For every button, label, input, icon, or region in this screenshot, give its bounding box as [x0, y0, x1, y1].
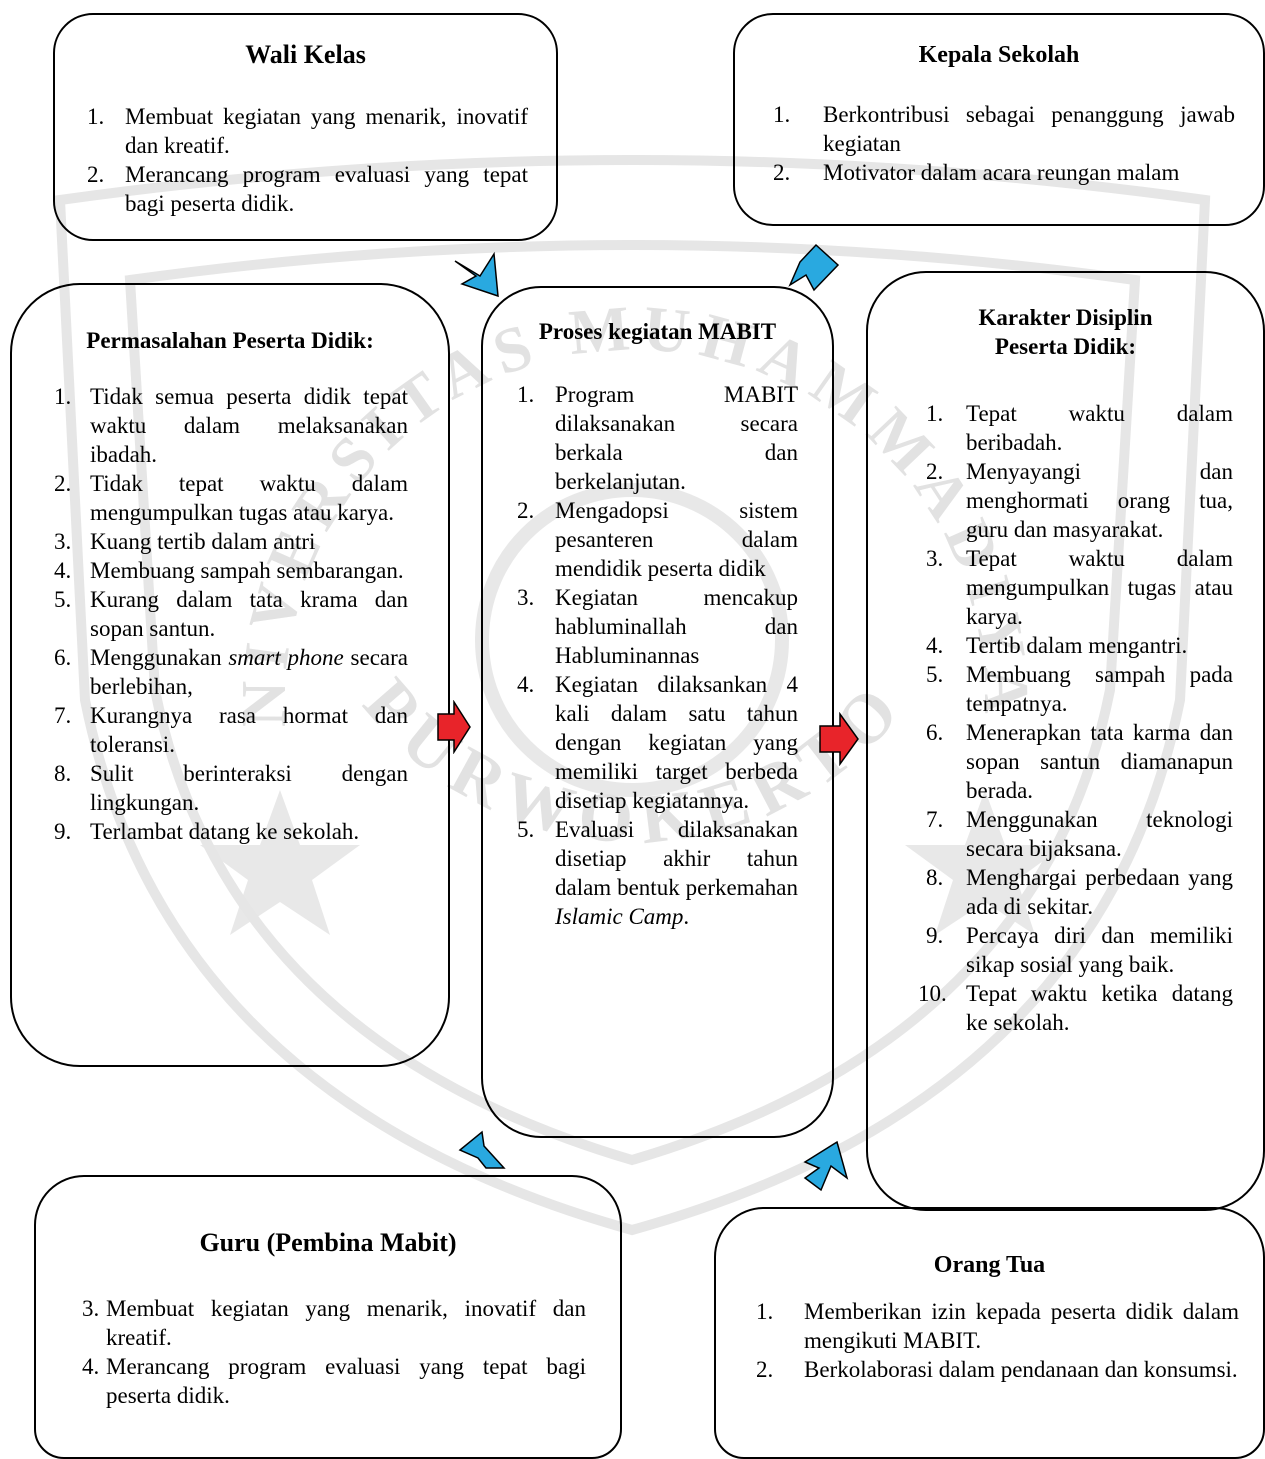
list-item: 2. Merancang program evaluasi yang tepat… [87, 162, 528, 216]
orang-tua-title: Orang Tua [933, 1252, 1046, 1278]
list-item: 3. Membuat kegiatan yang menarik, inovat… [82, 1296, 586, 1350]
list-item: 6. Menggunakan smart phone secara berleb… [54, 645, 408, 699]
list-item: 5. Evaluasi dilaksanakan disetiap akhir … [517, 817, 798, 929]
wali-kelas-title: Wali Kelas [245, 40, 366, 69]
kepala-sekolah-list: 1. Berkontribusi sebagai penanggung jawa… [773, 100, 1235, 187]
wali-kelas-list: 1. Membuat kegiatan yang menarik, inovat… [87, 102, 528, 218]
list-item: 2. Mengadopsi sistem pesanteren dalam me… [517, 498, 798, 581]
permasalahan-title: Permasalahan Peserta Didik: [86, 328, 374, 353]
list-item: 3. Tepat waktu dalam mengumpulkan tugas … [926, 546, 1233, 629]
blue-arrow-icon [458, 1130, 506, 1169]
list-item: 1. Tidak semua peserta didik tepat waktu… [54, 384, 408, 467]
list-item: 4. Merancang program evaluasi yang tepat… [82, 1354, 586, 1408]
orang-tua-list: 1. Memberikan izin kepada peserta didik … [756, 1297, 1239, 1384]
guru-box: Guru (Pembina Mabit) 3. Membuat kegiatan… [34, 1175, 622, 1459]
karakter-box: Karakter Disiplin Peserta Didik: 1. Tepa… [866, 271, 1265, 1211]
proses-list: 1. Program MABIT dilaksanakan secara ber… [517, 380, 798, 931]
kepala-sekolah-title: Kepala Sekolah [918, 42, 1080, 68]
list-item: 3. Kegiatan mencakup habluminallah dan H… [517, 585, 798, 668]
list-item: 5. Membuang sampah pada tempatnya. [926, 662, 1233, 716]
smart-phone-item-text: Menggunakan smart phone secara berlebiha… [90, 645, 408, 699]
karakter-title: Karakter Disiplin Peserta Didik: [868, 303, 1263, 361]
list-item: 1. Berkontribusi sebagai penanggung jawa… [773, 102, 1235, 156]
list-item: 2. Berkolaborasi dalam pendanaan dan kon… [756, 1357, 1238, 1382]
list-item: 4. Tertib dalam mengantri. [926, 633, 1188, 658]
list-item: 9. Percaya diri dan memiliki sikap sosia… [926, 923, 1233, 977]
list-item: 2. Menyayangi dan menghormati orang tua,… [926, 459, 1233, 542]
list-item: 1. Membuat kegiatan yang menarik, inovat… [87, 104, 528, 158]
list-item: 9. Terlambat datang ke sekolah. [54, 819, 360, 844]
list-item: 7. Kurangnya rasa hormat dan toleransi. [54, 703, 408, 757]
blue-arrow-icon [788, 243, 840, 292]
list-item: 5. Kurang dalam tata krama dan sopan san… [54, 587, 408, 641]
islamic-camp-item-text: Evaluasi dilaksanakan disetiap akhir tah… [555, 817, 798, 929]
guru-list: 3. Membuat kegiatan yang menarik, inovat… [82, 1294, 586, 1410]
list-item: 6. Menerapkan tata karma dan sopan santu… [926, 720, 1233, 803]
karakter-title-line1: Karakter Disiplin [978, 305, 1153, 330]
list-item: 7. Menggunakan teknologi secara bijaksan… [926, 807, 1233, 861]
list-item: 1. Memberikan izin kepada peserta didik … [756, 1299, 1239, 1353]
list-item: 2. Motivator dalam acara reungan malam [773, 160, 1180, 185]
list-item: 4. Kegiatan dilaksankan 4 kali dalam sat… [517, 672, 798, 813]
red-arrow-icon [819, 712, 859, 766]
list-item: 8. Sulit berinteraksi dengan lingkungan. [54, 761, 408, 815]
red-arrow-icon [437, 700, 471, 754]
list-item: 1. Tepat waktu dalam beribadah. [926, 401, 1233, 455]
karakter-list: 1. Tepat waktu dalam beribadah. 2. Menya… [918, 399, 1233, 1037]
karakter-title-line2: Peserta Didik: [994, 334, 1137, 359]
guru-title: Guru (Pembina Mabit) [199, 1228, 457, 1257]
list-item: 10. Tepat waktu ketika datang ke sekolah… [918, 981, 1233, 1035]
list-item: 3. Kuang tertib dalam antri [54, 529, 316, 554]
list-item: 4. Membuang sampah sembarangan. [54, 558, 404, 583]
proses-title: Proses kegiatan MABIT [538, 319, 777, 344]
blue-arrow-icon [803, 1140, 849, 1192]
permasalahan-box: Permasalahan Peserta Didik: 1. Tidak sem… [10, 283, 450, 1067]
list-item: 1. Program MABIT dilaksanakan secara ber… [517, 382, 798, 494]
list-item: 2. Tidak tepat waktu dalam mengumpulkan … [54, 471, 408, 525]
blue-arrow-icon [454, 251, 499, 298]
wali-kelas-box: Wali Kelas 1. Membuat kegiatan yang mena… [53, 13, 558, 241]
permasalahan-list: 1. Tidak semua peserta didik tepat waktu… [54, 382, 408, 846]
kepala-sekolah-box: Kepala Sekolah 1. Berkontribusi sebagai … [733, 13, 1265, 226]
orang-tua-box: Orang Tua 1. Memberikan izin kepada pese… [714, 1207, 1265, 1459]
proses-box: Proses kegiatan MABIT 1. Program MABIT d… [481, 286, 834, 1138]
list-item: 8. Menghargai perbedaan yang ada di seki… [926, 865, 1233, 919]
